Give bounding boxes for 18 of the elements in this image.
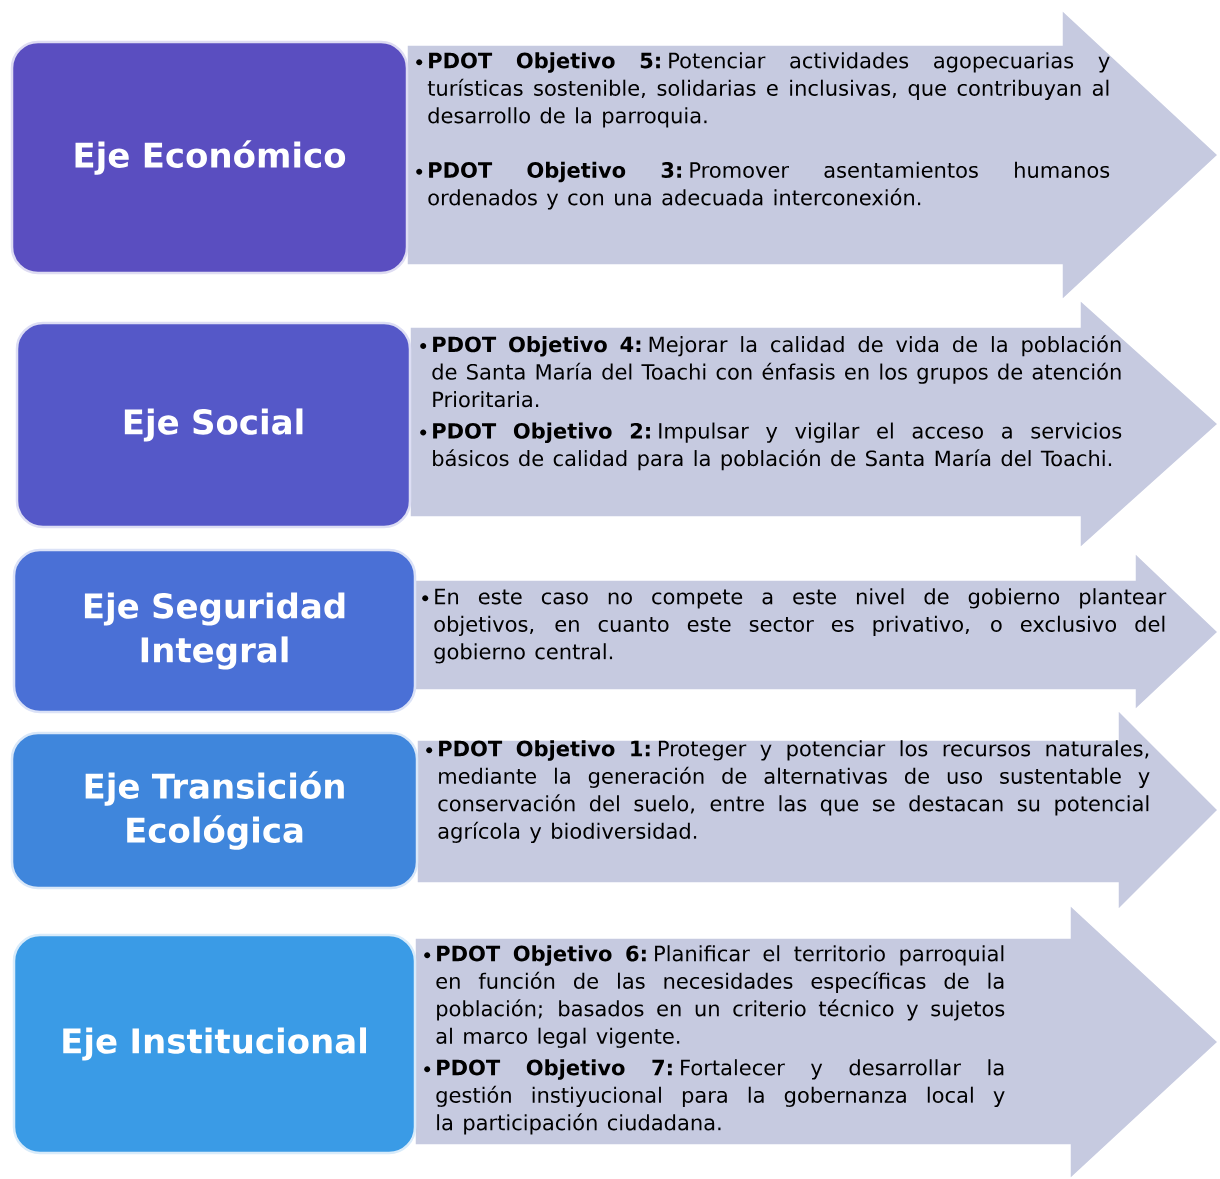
bullet-item: PDOT Objetivo 3: Promover asentamientos humanos ordenados y con una adecuada interconexión. [428, 161, 1110, 210]
arrow-shape [414, 551, 1220, 712]
bullet-item: PDOT Objetivo 2: Impulsar y vigilar el acceso a servicios básicos de calidad para la población de Santa María del Toachi. [433, 422, 1122, 471]
axis-box: Eje Seguridad Integral [12, 548, 417, 714]
bullet-item: En este caso no compete a este nivel de gobierno plantear objetivos, en cuanto este sector es privativo, o exclusivo del gobierno central. [434, 588, 1167, 664]
arrow-shape [409, 298, 1220, 550]
bullet-item: PDOT Objetivo 4: Mejorar la calidad de vida de la población de Santa María del Toachi con énfasis en los grupos de atención Prioritaria. [432, 335, 1121, 408]
axis-box: Eje Transición Ecológica [10, 731, 419, 890]
arrow-shape [406, 8, 1220, 302]
bullet-item: PDOT Objetivo 6: Planificar el territorio parroquial en función de las necesidades específicas de la población; basados en un criterio técnico y sujetos al marco legal vigente. [436, 945, 1005, 1049]
axis-box: Eje Económico [10, 40, 409, 275]
axis-box: Eje Social [15, 321, 412, 529]
arrow-shape [414, 903, 1220, 1179]
arrow-shape [416, 708, 1220, 912]
bullet-item: PDOT Objetivo 1: Proteger y potenciar los recursos naturales, mediante la generación de alternativas de uso sustentable y conservación del suelo, entre las que se destacan su potencial agrícola y biodiversidad. [438, 740, 1150, 844]
bullet-item: PDOT Objetivo 7: Fortalecer y desarrollar la gestión instiyucional para la gobernanza local y la participación ciudadana. [436, 1059, 1005, 1135]
bullet-item: PDOT Objetivo 5: Potenciar actividades agopecuarias y turísticas sostenible, solidarias e inclusivas, que contribuyan al desarrollo de la parroquia. [427, 52, 1110, 128]
axis-box: Eje Institucional [12, 933, 417, 1155]
